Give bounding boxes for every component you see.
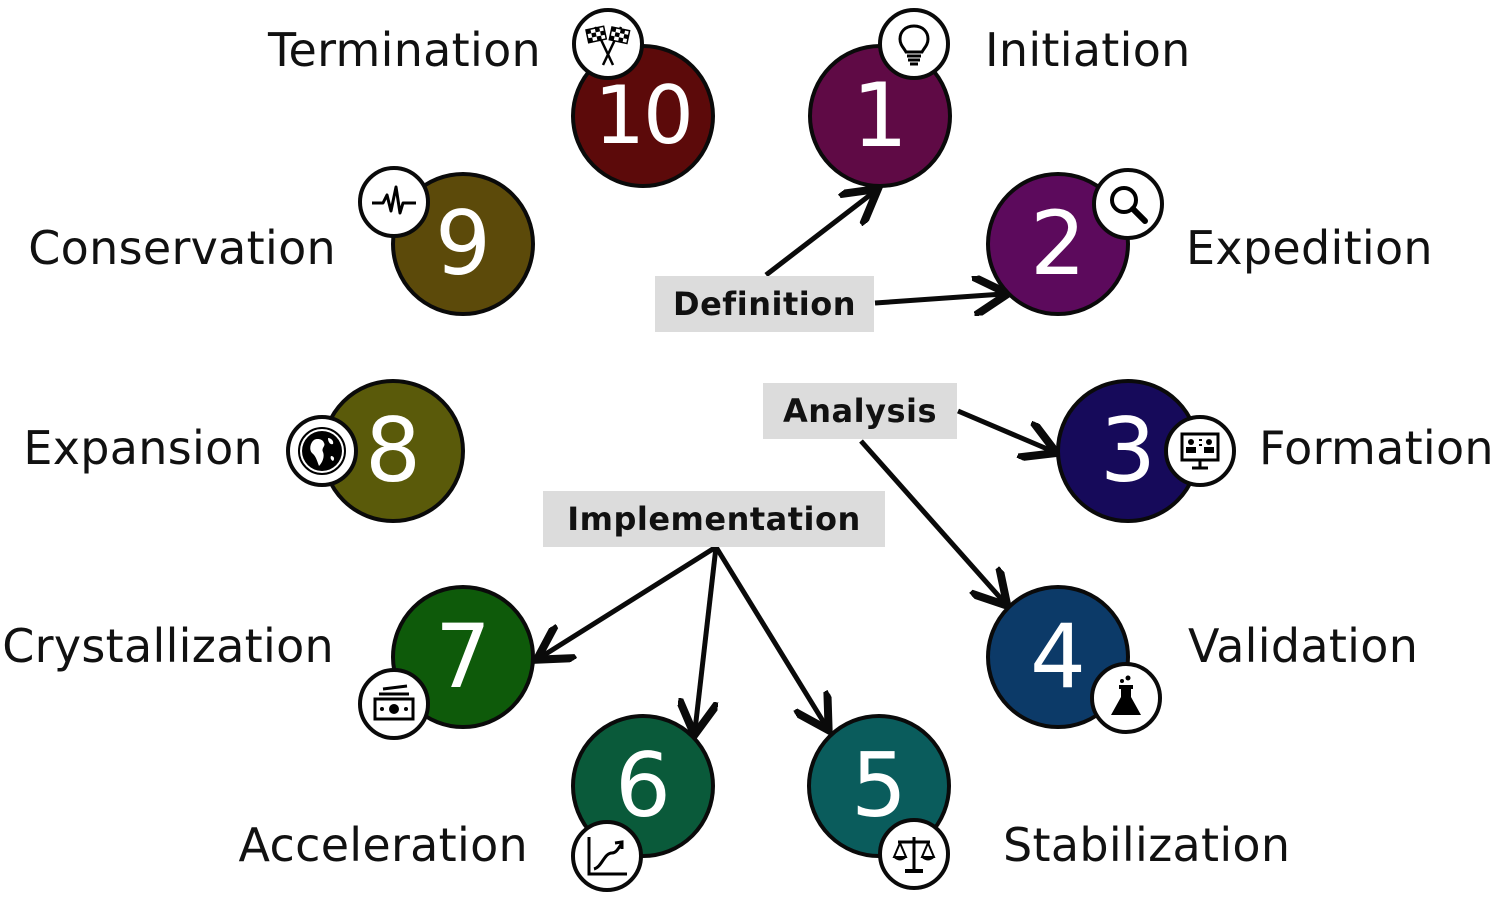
phase-analysis: Analysis (763, 383, 957, 439)
growth-chart-icon (571, 820, 643, 892)
money-icon (358, 668, 430, 740)
stage-number: 4 (1030, 605, 1086, 708)
lightbulb-icon (878, 8, 950, 80)
stage-number: 1 (852, 64, 908, 167)
stage-8-label: Expansion (23, 421, 263, 475)
team-board-icon (1164, 415, 1236, 487)
phase-implementation: Implementation (543, 491, 885, 547)
stage-2-label: Expedition (1186, 221, 1433, 275)
stage-number: 7 (435, 605, 491, 708)
heartbeat-icon (358, 166, 430, 238)
magnifier-icon (1092, 168, 1164, 240)
balance-scale-icon (878, 818, 950, 890)
stage-6-label: Acceleration (238, 818, 528, 872)
stage-number: 10 (594, 69, 694, 162)
stage-10-label: Termination (267, 23, 541, 77)
globe-icon (286, 415, 358, 487)
stage-9-label: Conservation (28, 221, 336, 275)
stage-5-label: Stabilization (1003, 818, 1291, 872)
stage-number: 9 (435, 192, 491, 295)
phase-definition: Definition (655, 276, 874, 332)
stage-1-label: Initiation (985, 23, 1191, 77)
stage-7-label: Crystallization (2, 619, 334, 673)
arrow-definition-to-stage-1 (764, 192, 874, 277)
stage-number: 6 (615, 734, 671, 837)
stage-2-circle: 2 (986, 172, 1130, 316)
arrow-analysis-to-stage-4 (859, 439, 1004, 602)
stage-number: 3 (1100, 399, 1156, 502)
flask-icon (1090, 662, 1162, 734)
stage-number: 8 (365, 399, 421, 502)
arrow-implementation-to-stage-6 (695, 546, 719, 730)
arrow-implementation-to-stage-5 (713, 545, 826, 726)
checkered-flags-icon (572, 8, 644, 80)
stage-4-circle: 4 (986, 585, 1130, 729)
stage-4-label: Validation (1188, 619, 1419, 673)
stage-number: 2 (1030, 192, 1086, 295)
stage-3-label: Formation (1259, 421, 1494, 475)
stage-10-circle: 10 (571, 44, 715, 188)
arrow-definition-to-stage-2 (874, 294, 1003, 303)
stage-5-circle: 5 (807, 714, 951, 858)
arrow-analysis-to-stage-3 (957, 408, 1052, 451)
stage-number: 5 (851, 734, 907, 837)
arrow-implementation-to-stage-7 (541, 544, 718, 657)
